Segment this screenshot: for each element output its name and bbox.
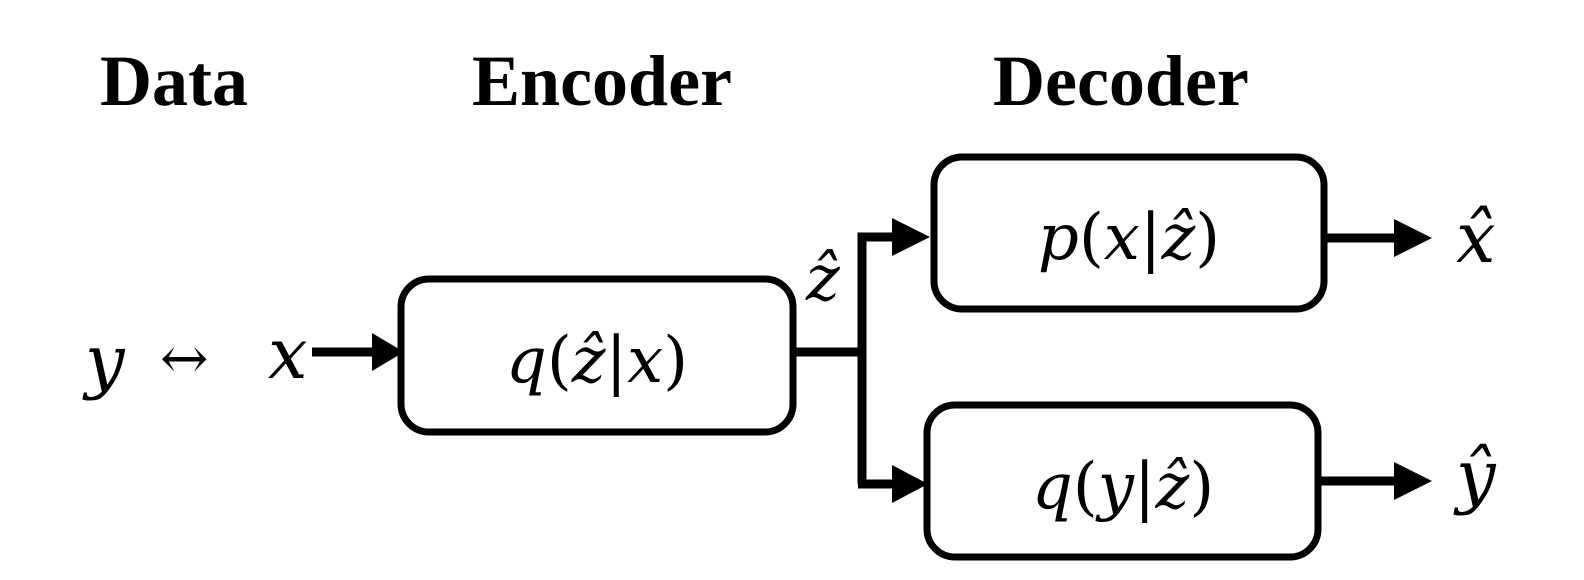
decoder-x-func: p [1038,201,1079,275]
decoder-x-z-hat: ẑ [1160,201,1196,275]
encoder-func: q [506,324,547,398]
decoder-y-open-paren: ( [1073,450,1098,524]
decoder-x-open-paren: ( [1079,201,1104,275]
output-x-arrow [1324,219,1432,257]
decoder-x-target: x [1104,201,1140,275]
decoder-x-bar: | [1140,201,1162,275]
latent-z-hat-label: ẑ [805,242,841,316]
decoder-y-block: q(y|ẑ) [923,401,1322,561]
decoder-y-z-hat: ẑ [1154,450,1190,524]
decoder-x-block: p(x|ẑ) [930,153,1328,313]
encoder-formula: q(ẑ|x) [506,324,688,398]
bidirectional-arrow-symbol: ↔ [160,324,209,392]
decoder-x-formula: p(x|ẑ) [1038,201,1220,275]
decoder-x-close-paren: ) [1195,201,1220,275]
decoder-y-formula: q(y|ẑ) [1032,450,1214,524]
latent-split-wires [793,218,930,503]
decoder-y-target: y [1095,450,1135,524]
output-x-hat: x̂ [1456,197,1495,279]
input-arrowhead [372,333,404,371]
decoder-y-func: q [1032,450,1073,524]
output-y-arrowhead [1394,462,1432,500]
header-encoder: Encoder [472,41,732,121]
header-decoder: Decoder [993,41,1249,121]
upper-branch-arrowhead [892,218,930,256]
encoder-z-hat: ẑ [571,324,607,398]
encoder-given: x [627,324,663,398]
lower-branch-arrowhead [892,465,928,503]
output-x-arrowhead [1394,219,1432,257]
encoder-open-paren: ( [547,324,572,398]
encoder-close-paren: ) [663,324,688,398]
output-y-arrow [1318,462,1432,500]
input-expression: y ↔ x [82,313,307,402]
split-trunk-wire [857,232,898,484]
encoder-bar: | [606,324,628,398]
output-y-hat: ŷ [1453,435,1497,517]
input-x: x [268,313,307,395]
input-y: y [82,320,126,402]
header-data: Data [100,41,248,121]
decoder-x-box [930,153,1328,313]
decoder-y-close-paren: ) [1189,450,1214,524]
decoder-y-bar: | [1134,450,1156,524]
encoder-block: q(ẑ|x) [397,275,797,436]
input-to-encoder-arrow [312,333,404,371]
